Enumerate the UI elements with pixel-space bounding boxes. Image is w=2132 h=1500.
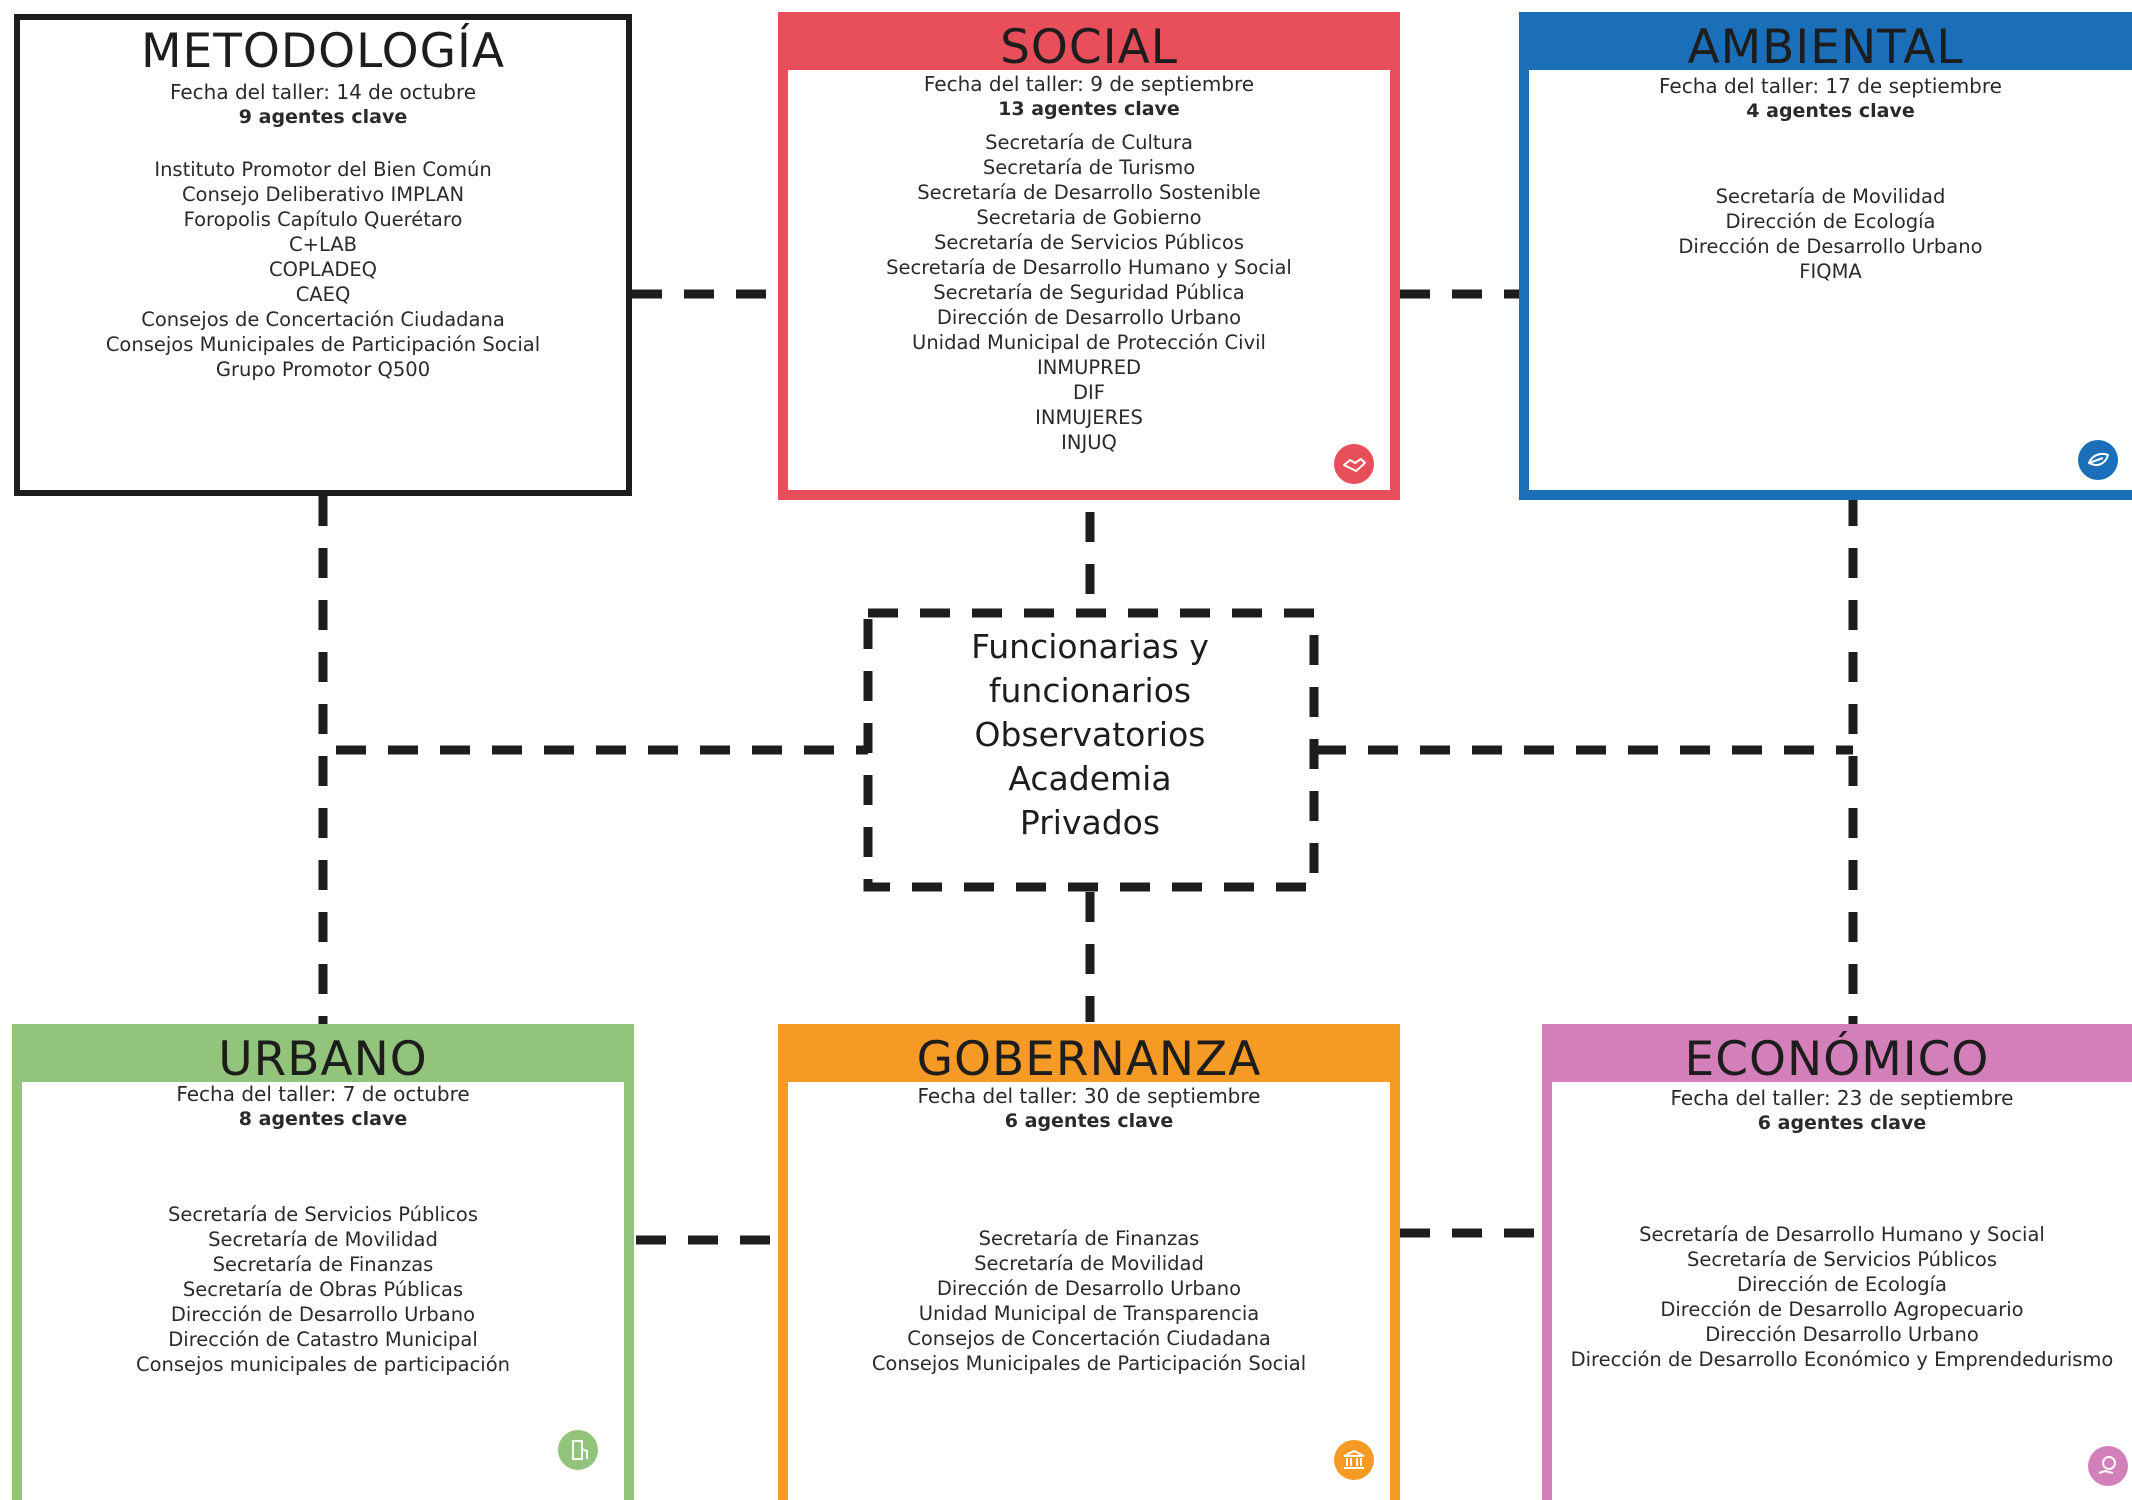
list-item: Consejos Municipales de Participación So… xyxy=(105,333,541,356)
box-title: SOCIAL xyxy=(1000,20,1178,75)
list-item: Secretaría de Seguridad Pública xyxy=(933,281,1245,304)
workshop-date: Fecha del taller: 23 de septiembre xyxy=(1670,1086,2014,1110)
list-item: Dirección de Catastro Municipal xyxy=(168,1328,478,1351)
center-dashed-frame xyxy=(863,608,1319,892)
box-title: AMBIENTAL xyxy=(1687,20,1964,75)
agent-count: 4 agentes clave xyxy=(1746,100,1915,122)
list-item: Secretaría de Finanzas xyxy=(212,1253,434,1276)
money-hand-icon xyxy=(2088,1446,2128,1486)
box-title: GOBERNANZA xyxy=(916,1032,1262,1087)
list-item: Dirección de Desarrollo Urbano xyxy=(936,306,1242,329)
center-line: Privados xyxy=(1019,803,1161,842)
list-item: Secretaría de Desarrollo Sostenible xyxy=(917,181,1261,204)
list-item: Secretaría de Movilidad xyxy=(974,1252,1204,1275)
box-social: SOCIAL Fecha del taller: 9 de septiembre… xyxy=(778,12,1400,500)
leaf-icon xyxy=(2078,440,2118,480)
list-item: Grupo Promotor Q500 xyxy=(215,358,431,381)
box-title: ECONÓMICO xyxy=(1684,1032,1990,1087)
box-title: METODOLOGÍA xyxy=(140,24,506,79)
box-economico: ECONÓMICO Fecha del taller: 23 de septie… xyxy=(1542,1024,2132,1500)
list-item: COPLADEQ xyxy=(268,258,378,281)
list-item: Secretaría de Movilidad xyxy=(208,1228,438,1251)
list-item: Consejos Municipales de Participación So… xyxy=(871,1352,1307,1375)
list-item: Secretaría de Obras Públicas xyxy=(182,1278,464,1301)
government-icon xyxy=(1334,1440,1374,1480)
list-item: Secretaría de Movilidad xyxy=(1715,185,1946,208)
agent-count: 9 agentes clave xyxy=(238,106,408,128)
agent-count: 13 agentes clave xyxy=(998,98,1180,120)
list-item: Consejos de Concertación Ciudadana xyxy=(907,1327,1271,1350)
list-item: Foropolis Capítulo Querétaro xyxy=(183,208,463,231)
center-line: funcionarios xyxy=(988,671,1192,710)
agent-list: Instituto Promotor del Bien Común Consej… xyxy=(20,157,626,382)
handshake-icon xyxy=(1334,444,1374,484)
agent-count: 6 agentes clave xyxy=(1004,1110,1174,1132)
center-line: Funcionarias y xyxy=(971,627,1209,666)
agent-list: Secretaría de Desarrollo Humano y Social… xyxy=(1552,1222,2132,1372)
list-item: Secretaría de Desarrollo Humano y Social xyxy=(1639,1223,2045,1246)
list-item: Secretaria de Gobierno xyxy=(976,206,1202,229)
list-item: Dirección de Ecología xyxy=(1736,1273,1947,1296)
list-item: Secretaría de Desarrollo Humano y Social xyxy=(886,256,1292,279)
list-item: Dirección de Desarrollo Agropecuario xyxy=(1660,1298,2024,1321)
list-item: Dirección de Ecología xyxy=(1725,210,1936,233)
agent-list: Secretaría de Movilidad Dirección de Eco… xyxy=(1529,184,2132,284)
list-item: Dirección de Desarrollo Económico y Empr… xyxy=(1570,1348,2114,1371)
list-item: INJUQ xyxy=(1061,431,1117,454)
list-item: Consejo Deliberativo IMPLAN xyxy=(181,183,465,206)
agent-count: 8 agentes clave xyxy=(238,1108,408,1130)
center-participants: Funcionarias y funcionarios Observatorio… xyxy=(870,625,1310,845)
list-item: INMUJERES xyxy=(1035,406,1143,429)
agent-count: 6 agentes clave xyxy=(1757,1112,1927,1134)
agent-list: Secretaría de Servicios Públicos Secreta… xyxy=(22,1202,624,1377)
list-item: Dirección de Desarrollo Urbano xyxy=(170,1303,476,1326)
list-item: DIF xyxy=(1073,381,1105,404)
list-item: Dirección Desarrollo Urbano xyxy=(1705,1323,1979,1346)
workshop-date: Fecha del taller: 14 de octubre xyxy=(169,80,477,104)
list-item: Consejos de Concertación Ciudadana xyxy=(141,308,505,331)
list-item: Dirección de Desarrollo Urbano xyxy=(1678,235,1983,258)
box-title: URBANO xyxy=(218,1032,428,1087)
agent-list: Secretaría de Finanzas Secretaría de Mov… xyxy=(788,1226,1390,1376)
list-item: Secretaría de Finanzas xyxy=(978,1227,1200,1250)
list-item: Secretaría de Turismo xyxy=(982,156,1196,179)
workshop-date: Fecha del taller: 17 de septiembre xyxy=(1659,74,2002,98)
box-urbano: URBANO Fecha del taller: 7 de octubre 8 … xyxy=(12,1024,634,1500)
list-item: Unidad Municipal de Protección Civil xyxy=(912,331,1266,354)
list-item: Secretaría de Cultura xyxy=(985,131,1193,154)
workshop-date: Fecha del taller: 9 de septiembre xyxy=(923,72,1255,96)
list-item: FIQMA xyxy=(1799,260,1862,283)
building-icon xyxy=(558,1430,598,1470)
center-line: Observatorios xyxy=(974,715,1206,754)
box-gobernanza: GOBERNANZA Fecha del taller: 30 de septi… xyxy=(778,1024,1400,1500)
list-item: INMUPRED xyxy=(1036,356,1142,379)
list-item: Instituto Promotor del Bien Común xyxy=(154,158,492,181)
list-item: Secretaría de Servicios Públicos xyxy=(1686,1248,1997,1271)
list-item: Secretaría de Servicios Públicos xyxy=(933,231,1244,254)
list-item: Secretaría de Servicios Públicos xyxy=(167,1203,478,1226)
agent-list: Secretaría de Cultura Secretaría de Turi… xyxy=(788,130,1390,455)
workshop-date: Fecha del taller: 7 de octubre xyxy=(176,1082,470,1106)
center-line: Academia xyxy=(1008,759,1172,798)
workshop-date: Fecha del taller: 30 de septiembre xyxy=(917,1084,1261,1108)
box-ambiental: AMBIENTAL Fecha del taller: 17 de septie… xyxy=(1519,12,2132,500)
list-item: Consejos municipales de participación xyxy=(135,1353,510,1376)
list-item: CAEQ xyxy=(295,283,351,306)
list-item: C+LAB xyxy=(289,233,357,256)
list-item: Unidad Municipal de Transparencia xyxy=(918,1302,1260,1325)
box-metodologia: METODOLOGÍA Fecha del taller: 14 de octu… xyxy=(14,14,632,496)
list-item: Dirección de Desarrollo Urbano xyxy=(936,1277,1242,1300)
